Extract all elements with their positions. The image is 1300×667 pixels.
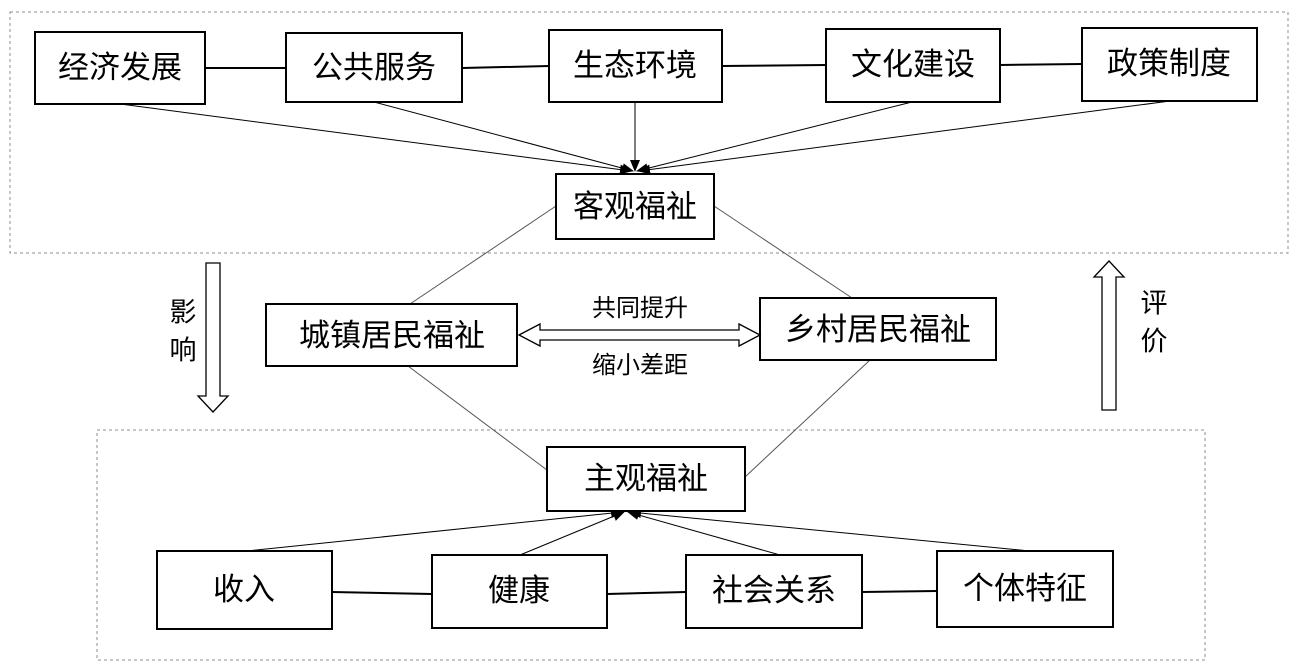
influence-down-arrow	[196, 262, 230, 413]
factor-label-policy: 政策制度	[1107, 46, 1231, 82]
bottom-chain-line-2	[606, 591, 687, 595]
side-label-right-2: 价	[1141, 327, 1168, 358]
factor-box-ecology	[548, 29, 723, 103]
factor-box-policy	[1081, 27, 1258, 102]
top-chain-line-2	[461, 65, 550, 69]
link-objective-rural	[713, 205, 853, 299]
arrow-health-to-subjective	[519, 511, 625, 556]
urban-wellbeing-box	[265, 303, 518, 367]
objective-wellbeing-label: 客观福祉	[573, 189, 697, 225]
arrow-public-to-objective	[373, 101, 634, 173]
bottom-chain-line-3	[861, 590, 938, 593]
rural-wellbeing-box	[759, 297, 997, 361]
factor-label-ecology: 生态环境	[573, 48, 697, 84]
arrow-traits-to-subjective	[629, 508, 1031, 552]
link-rural-subjective	[744, 359, 871, 478]
top-chain-line-4	[999, 63, 1083, 66]
factor-box-income	[156, 550, 333, 630]
arrow-income-to-subjective	[246, 508, 623, 552]
side-label-left-2: 响	[170, 336, 197, 367]
subjective-wellbeing-label: 主观福祉	[584, 461, 708, 497]
factor-label-health: 健康	[488, 573, 550, 609]
factor-box-individual-traits	[936, 550, 1114, 628]
link-label-joint-improvement: 共同提升	[592, 294, 688, 322]
urban-wellbeing-label: 城镇居民福祉	[299, 318, 485, 354]
factor-box-social-relations	[685, 554, 863, 629]
factor-label-income: 收入	[213, 572, 275, 608]
factor-label-individual-traits: 个体特征	[963, 571, 1087, 607]
factor-box-health	[431, 554, 608, 629]
rural-wellbeing-label: 乡村居民福祉	[785, 312, 971, 348]
link-label-narrow-gap: 缩小差距	[592, 351, 688, 379]
bottom-chain-line-1	[331, 591, 433, 595]
factor-box-economy	[34, 31, 206, 105]
bidirectional-hollow-arrow	[517, 322, 762, 348]
factor-label-culture: 文化建设	[851, 47, 975, 83]
objective-region	[9, 11, 1289, 254]
factor-label-social-relations: 社会关系	[712, 573, 836, 609]
top-chain-line-3	[721, 64, 827, 67]
arrow-relations-to-subjective	[627, 510, 781, 556]
arrow-policy-to-objective	[638, 100, 1171, 175]
side-label-right-1: 评	[1141, 289, 1168, 320]
factor-box-public-service	[285, 32, 463, 103]
subjective-wellbeing-box	[546, 446, 746, 512]
link-objective-urban	[409, 205, 557, 305]
arrow-economy-to-objective	[119, 103, 632, 175]
side-label-left-1: 影	[170, 298, 197, 329]
objective-wellbeing-box	[555, 173, 715, 240]
factor-label-economy: 经济发展	[58, 50, 182, 86]
arrow-culture-to-objective	[636, 101, 913, 174]
factor-label-public-service: 公共服务	[312, 50, 436, 86]
factor-box-culture	[825, 28, 1001, 103]
subjective-region	[96, 429, 1206, 661]
link-urban-subjective	[407, 365, 548, 471]
evaluation-up-arrow	[1092, 260, 1126, 411]
